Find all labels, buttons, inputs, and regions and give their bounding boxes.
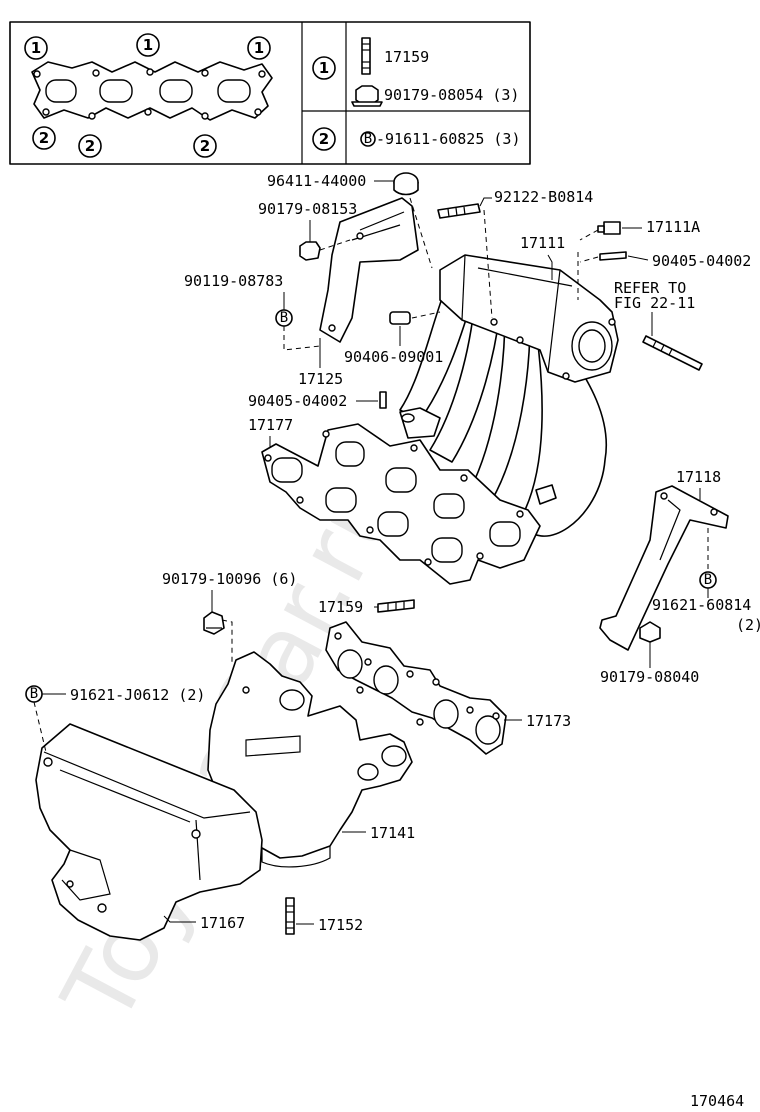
svg-text:2: 2: [39, 129, 49, 147]
label-17173: 17173: [526, 712, 571, 730]
plug-96411: [393, 172, 419, 196]
svg-text:1: 1: [31, 39, 41, 57]
stud-90405-right: [599, 251, 627, 261]
pin-90405-left: [379, 391, 387, 409]
label-17159: 17159: [318, 598, 363, 616]
label-fig-22-11: FIG 22-11: [614, 294, 695, 312]
gasket-callout-1b: 1: [136, 33, 160, 57]
svg-text:B: B: [280, 310, 288, 326]
long-stud-refer: [642, 335, 703, 371]
legend-box: 1 1 1 2 2 2 1: [9, 21, 531, 165]
svg-text:1: 1: [143, 36, 153, 54]
nut-90179-08153: [299, 241, 321, 261]
svg-text:1: 1: [319, 59, 329, 77]
gasket-callout-2c: 2: [193, 134, 217, 158]
legend-row-2: 2 B -91611-60825 (3): [312, 127, 521, 151]
label-96411-44000: 96411-44000: [267, 172, 366, 190]
exhaust-manifold-17141: [207, 651, 413, 868]
stud-17111a: [597, 221, 621, 235]
label-92122-B0814: 92122-B0814: [494, 188, 593, 206]
stud-17159: [377, 599, 415, 613]
label-90406-09001: 90406-09001: [344, 348, 443, 366]
legend-part-90179-08054: 90179-08054 (3): [384, 86, 519, 104]
label-90179-08040: 90179-08040: [600, 668, 699, 686]
heat-shield-17167: [35, 723, 263, 941]
label-refer-to: REFER TO: [614, 279, 686, 297]
label-90179-08153: 90179-08153: [258, 200, 357, 218]
legend-part-17159: 17159: [384, 48, 429, 66]
nut-90179-10096: [203, 611, 225, 635]
circled-b-marker-17118: B: [699, 571, 717, 589]
stud-92122: [437, 203, 481, 219]
svg-text:2: 2: [319, 130, 329, 148]
gasket-sketch: [31, 61, 273, 121]
label-17141: 17141: [370, 824, 415, 842]
label-17152: 17152: [318, 916, 363, 934]
gasket-callout-1c: 1: [247, 36, 271, 60]
svg-text:B: B: [704, 572, 712, 588]
label-91621-J0612: 91621-J0612 (2): [70, 686, 205, 704]
svg-text:1: 1: [254, 39, 264, 57]
diagram-id: 170464: [690, 1092, 744, 1110]
label-17111: 17111: [520, 234, 565, 252]
stud-bolt-icon: [361, 37, 371, 75]
stud-90406: [389, 311, 411, 325]
svg-text:2: 2: [85, 137, 95, 155]
svg-text:2: 2: [200, 137, 210, 155]
label-91621-60814-qty: (2): [736, 616, 760, 634]
intake-manifold: [399, 254, 619, 537]
legend-row-1: 1 17159 90179-08054 (3): [312, 37, 519, 107]
gasket-callout-1a: 1: [24, 36, 48, 60]
label-90119-08783: 90119-08783: [184, 272, 283, 290]
label-17177: 17177: [248, 416, 293, 434]
label-90405-04002-left: 90405-04002: [248, 392, 347, 410]
legend-part-91611-60825: -91611-60825 (3): [376, 130, 521, 148]
nut-90179-08040: [639, 621, 661, 643]
label-17111A: 17111A: [646, 218, 700, 236]
gasket-callout-2a: 2: [32, 126, 56, 150]
circled-b-marker-90119: B: [275, 309, 293, 327]
circled-b-marker-91621-j0612: B: [25, 685, 43, 703]
label-90179-10096: 90179-10096 (6): [162, 570, 297, 588]
label-17125: 17125: [298, 370, 343, 388]
label-90405-04002-right: 90405-04002: [652, 252, 751, 270]
circled-b-icon: B: [360, 131, 376, 147]
gasket-17177: [261, 423, 541, 585]
label-91621-60814: 91621-60814: [652, 596, 751, 614]
svg-text:B: B: [30, 686, 38, 702]
gasket-17173: [325, 621, 507, 755]
label-17118: 17118: [676, 468, 721, 486]
gasket-callout-2b: 2: [78, 134, 102, 158]
bracket-17118: [599, 485, 729, 651]
bracket-17125: [319, 197, 419, 343]
flange-nut-icon: [351, 85, 383, 107]
svg-text:B: B: [364, 131, 372, 147]
label-17167: 17167: [200, 914, 245, 932]
stud-17152: [285, 897, 295, 935]
